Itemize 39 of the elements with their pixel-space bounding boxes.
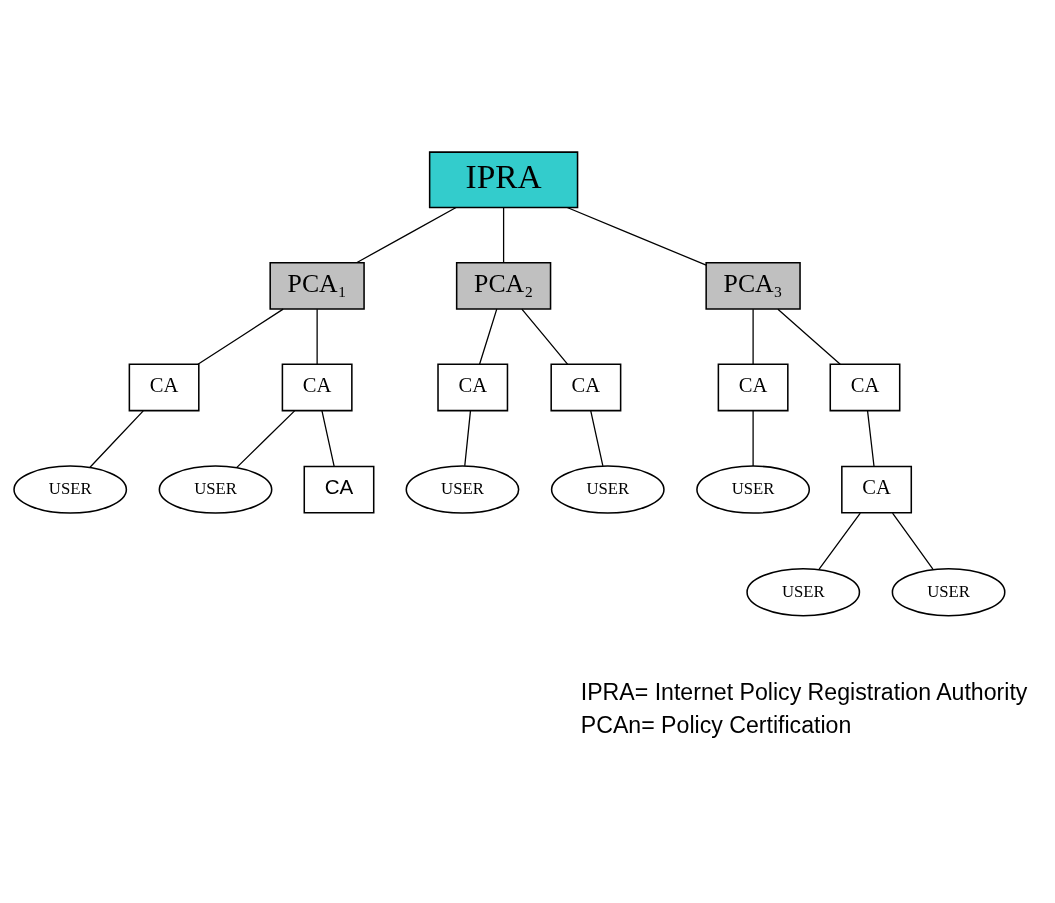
node-ellipse: USER xyxy=(696,465,811,514)
node-box: CA xyxy=(829,363,901,412)
node-box: CA xyxy=(550,363,622,412)
connector xyxy=(752,308,754,365)
connector xyxy=(866,410,875,467)
node-ellipse: USER xyxy=(158,465,273,514)
node-box: PCA₃ xyxy=(705,262,801,310)
connector xyxy=(818,512,861,571)
connector xyxy=(752,410,754,467)
connector xyxy=(590,410,604,467)
connector xyxy=(777,308,841,365)
node-ellipse: USER xyxy=(13,465,128,514)
node-box: CA xyxy=(841,465,913,514)
node-box: CA xyxy=(437,363,509,412)
node-box: PCA₂ xyxy=(455,262,552,310)
node-box: CA xyxy=(128,363,200,412)
connector xyxy=(464,410,472,467)
connector xyxy=(478,308,498,365)
node-box: CA xyxy=(303,465,375,514)
connector xyxy=(521,308,569,365)
node-ellipse: USER xyxy=(891,567,1006,617)
connector xyxy=(356,206,457,264)
node-ellipse: USER xyxy=(405,465,520,514)
connector xyxy=(321,410,335,467)
connector xyxy=(197,308,284,365)
node-ellipse: USER xyxy=(550,465,665,514)
connector xyxy=(502,207,505,264)
label: PCAn= Policy Certification xyxy=(580,712,852,739)
label: IPRA= Internet Policy Registration Authority xyxy=(580,678,1028,705)
node-box: CA xyxy=(281,363,353,412)
node-box: IPRA xyxy=(428,151,579,209)
node-ellipse: USER xyxy=(746,567,861,617)
connector xyxy=(89,410,144,468)
node-box: CA xyxy=(717,363,789,412)
connector xyxy=(236,410,296,469)
node-box: PCA₁ xyxy=(269,262,365,310)
connector xyxy=(891,512,934,570)
connector xyxy=(316,308,318,365)
connector xyxy=(566,206,707,266)
